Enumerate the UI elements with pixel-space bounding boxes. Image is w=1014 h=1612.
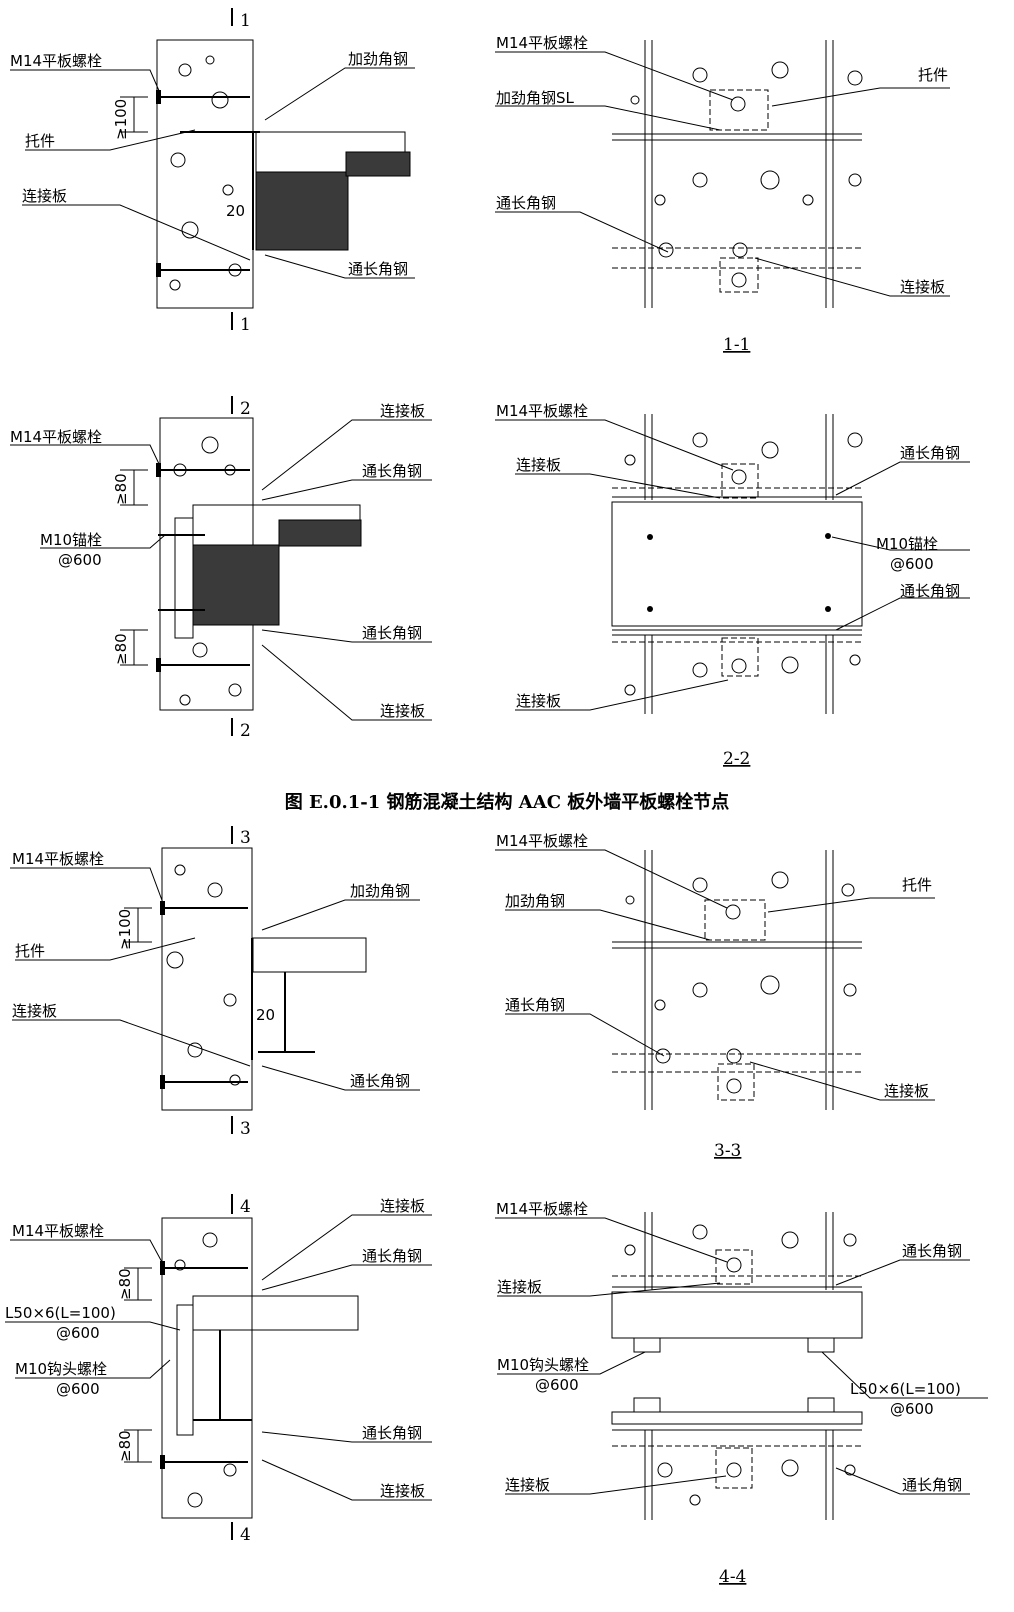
e4-label-l50-at600: @600 xyxy=(890,1400,934,1418)
e4-label-angle-bottom: 通长角钢 xyxy=(902,1476,962,1494)
section-mark-1-top: 1 xyxy=(240,11,251,31)
elevation-1-1 xyxy=(495,40,950,308)
e4-label-plate-top: 连接板 xyxy=(497,1278,542,1296)
d4-dim-bottom: ≥80 xyxy=(116,1430,134,1462)
elevation-4-4 xyxy=(495,1212,988,1520)
elevation-3-3 xyxy=(495,849,935,1110)
d3-label-plate: 连接板 xyxy=(12,1002,57,1020)
section-title-2-2: 2-2 xyxy=(723,749,750,769)
d4-label-l50: L50×6(L=100) xyxy=(5,1304,116,1322)
section-mark-1-bottom: 1 xyxy=(240,315,251,335)
d4-label-l50-at600: @600 xyxy=(56,1324,100,1342)
d3-gap: 20 xyxy=(256,1006,275,1024)
d2-label-plate-bottom: 连接板 xyxy=(380,702,425,720)
d3-dim: ≥100 xyxy=(116,909,134,950)
d3-label-angle: 通长角钢 xyxy=(350,1072,410,1090)
d2-label-at600: @600 xyxy=(58,551,102,569)
d3-label-bracket: 托件 xyxy=(15,942,45,960)
elevation-2-2 xyxy=(495,414,970,714)
figure-caption: 图 E.0.1-1 钢筋混凝土结构 AAC 板外墙平板螺栓节点 xyxy=(285,791,730,813)
e3-label-m14: M14平板螺栓 xyxy=(496,832,588,850)
d2-label-m14: M14平板螺栓 xyxy=(10,428,102,446)
e4-label-plate-bottom: 连接板 xyxy=(505,1476,550,1494)
e2-label-m10-anchor: M10锚栓 xyxy=(876,535,938,553)
e2-label-plate-bottom: 连接板 xyxy=(516,692,561,710)
d1-label-stiff: 加劲角钢 xyxy=(348,50,408,68)
e1-label-bracket: 托件 xyxy=(918,66,948,84)
d1-label-m14: M14平板螺栓 xyxy=(10,52,102,70)
d2-label-angle-bottom: 通长角钢 xyxy=(362,624,422,642)
d1-label-plate: 连接板 xyxy=(22,187,67,205)
d1-dim: ≥100 xyxy=(112,99,130,140)
d4-dim-top: ≥80 xyxy=(116,1268,134,1300)
section-mark-3-top: 3 xyxy=(240,828,251,848)
section-mark-3-bottom: 3 xyxy=(240,1119,251,1139)
section-mark-4-bottom: 4 xyxy=(240,1525,251,1545)
d2-dim-bottom: ≥80 xyxy=(112,633,130,665)
d2-label-angle-top: 通长角钢 xyxy=(362,462,422,480)
e4-label-hook-at600: @600 xyxy=(535,1376,579,1394)
section-title-1-1: 1-1 xyxy=(723,335,750,355)
e4-label-l50: L50×6(L=100) xyxy=(850,1380,961,1398)
section-title-3-3: 3-3 xyxy=(714,1141,741,1161)
detail-4-section xyxy=(5,1194,432,1540)
d3-label-m14: M14平板螺栓 xyxy=(12,850,104,868)
e4-label-angle-top: 通长角钢 xyxy=(902,1242,962,1260)
d4-label-hook-at600: @600 xyxy=(56,1380,100,1398)
section-mark-2-bottom: 2 xyxy=(240,721,251,741)
section-mark-2-top: 2 xyxy=(240,399,251,419)
e1-label-stiff: 加劲角钢SL xyxy=(496,89,575,107)
e3-label-angle: 通长角钢 xyxy=(505,996,565,1014)
e2-label-angle-bottom: 通长角钢 xyxy=(900,582,960,600)
e4-label-m10-hook: M10钩头螺栓 xyxy=(497,1356,589,1374)
e2-label-plate-top: 连接板 xyxy=(516,456,561,474)
d4-label-m10-hook: M10钩头螺栓 xyxy=(15,1360,107,1378)
d4-label-angle-bottom: 通长角钢 xyxy=(362,1424,422,1442)
e4-label-m14: M14平板螺栓 xyxy=(496,1200,588,1218)
e3-label-stiff: 加劲角钢 xyxy=(505,892,565,910)
d4-label-m14: M14平板螺栓 xyxy=(12,1222,104,1240)
e2-label-m14: M14平板螺栓 xyxy=(496,402,588,420)
detail-3-section xyxy=(10,826,420,1134)
section-mark-4-top: 4 xyxy=(240,1197,251,1217)
detail-1-section xyxy=(10,8,415,330)
d2-label-m10-anchor: M10锚栓 xyxy=(40,531,102,549)
e2-label-angle-top: 通长角钢 xyxy=(900,444,960,462)
e3-label-bracket: 托件 xyxy=(902,876,932,894)
e1-label-m14: M14平板螺栓 xyxy=(496,34,588,52)
detail-2-section xyxy=(10,396,432,736)
e1-label-angle: 通长角钢 xyxy=(496,194,556,212)
d2-label-plate-top: 连接板 xyxy=(380,402,425,420)
d2-dim-top: ≥80 xyxy=(112,473,130,505)
d1-label-bracket: 托件 xyxy=(25,132,55,150)
d4-label-plate-top: 连接板 xyxy=(380,1197,425,1215)
d4-label-plate-bottom: 连接板 xyxy=(380,1482,425,1500)
e2-label-at600: @600 xyxy=(890,555,934,573)
d4-label-angle-top: 通长角钢 xyxy=(362,1247,422,1265)
e3-label-plate: 连接板 xyxy=(884,1082,929,1100)
d3-label-stiff: 加劲角钢 xyxy=(350,882,410,900)
d1-gap: 20 xyxy=(226,202,245,220)
d1-label-angle: 通长角钢 xyxy=(348,260,408,278)
e1-label-plate: 连接板 xyxy=(900,278,945,296)
section-title-4-4: 4-4 xyxy=(719,1567,746,1587)
